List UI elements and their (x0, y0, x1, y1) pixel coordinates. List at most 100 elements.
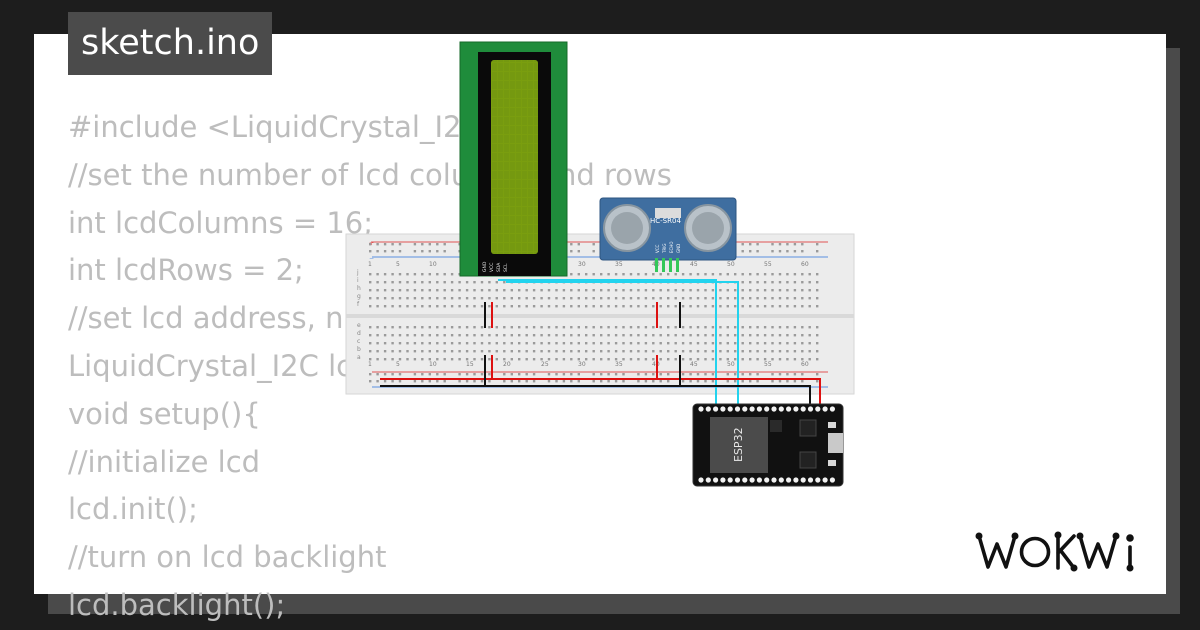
bb-row: e (357, 322, 361, 329)
bb-num: 50 (727, 261, 735, 268)
breadboard-hole (741, 334, 744, 337)
breadboard-hole (562, 305, 566, 308)
breadboard-hole (413, 334, 417, 337)
breadboard-hole (659, 358, 662, 361)
breadboard-hole (644, 373, 648, 376)
breadboard-hole (562, 334, 566, 337)
breadboard-hole (778, 243, 782, 246)
wire-sda (498, 279, 717, 406)
breadboard-hole (391, 334, 394, 337)
breadboard-hole (778, 305, 782, 308)
breadboard-hole (406, 342, 409, 345)
breadboard-hole (592, 273, 595, 276)
breadboard-hole (652, 334, 655, 337)
breadboard-hole (749, 380, 752, 383)
breadboard-hole (383, 350, 387, 353)
breadboard-hole (681, 297, 685, 300)
breadboard-hole (488, 289, 491, 292)
breadboard-hole (443, 305, 446, 308)
breadboard-hole (421, 273, 424, 276)
breadboard-hole (570, 326, 573, 329)
breadboard-hole (749, 334, 752, 337)
breadboard-hole (547, 342, 551, 345)
breadboard-hole (726, 305, 729, 308)
breadboard-hole (369, 281, 372, 284)
esp32-pin (822, 406, 828, 412)
breadboard-hole (428, 350, 431, 353)
breadboard-hole (778, 373, 782, 376)
breadboard-hole (756, 297, 759, 300)
breadboard-hole (369, 350, 372, 353)
breadboard-hole (577, 373, 580, 376)
breadboard-hole (495, 289, 498, 292)
breadboard-hole (525, 342, 528, 345)
breadboard-hole (532, 305, 536, 308)
breadboard-hole (465, 380, 469, 383)
breadboard-hole (592, 305, 595, 308)
breadboard-hole (547, 358, 551, 361)
breadboard-hole (585, 305, 588, 308)
breadboard-hole (473, 358, 476, 361)
breadboard-hole (681, 289, 685, 292)
breadboard-hole (622, 350, 625, 353)
breadboard-hole (562, 289, 566, 292)
breadboard-hole (696, 273, 700, 276)
breadboard-hole (376, 289, 379, 292)
breadboard-hole (756, 342, 759, 345)
breadboard-hole (398, 334, 402, 337)
breadboard-hole (525, 289, 528, 292)
breadboard-hole (600, 358, 603, 361)
breadboard-hole (637, 289, 640, 292)
esp32-pin (749, 406, 755, 412)
breadboard-hole (547, 326, 551, 329)
breadboard-hole (696, 342, 700, 345)
breadboard-hole (421, 334, 424, 337)
breadboard-hole (436, 342, 439, 345)
breadboard-hole (726, 358, 729, 361)
breadboard-hole (525, 326, 528, 329)
bb-num: 45 (690, 361, 698, 368)
breadboard-hole (518, 350, 521, 353)
breadboard-hole (540, 305, 543, 308)
breadboard-hole (473, 342, 476, 345)
breadboard-hole (741, 373, 744, 376)
breadboard-hole (771, 243, 774, 246)
breadboard-hole (532, 358, 536, 361)
breadboard-hole (369, 342, 372, 345)
breadboard-hole (659, 334, 662, 337)
breadboard-hole (786, 273, 789, 276)
breadboard-hole (808, 334, 811, 337)
breadboard-hole (786, 326, 789, 329)
breadboard-hole (652, 358, 655, 361)
breadboard-hole (696, 350, 700, 353)
code-line: //set the number of lcd columns and rows (68, 157, 672, 192)
breadboard-hole (525, 297, 528, 300)
breadboard-hole (667, 350, 670, 353)
breadboard-hole (473, 305, 476, 308)
breadboard-hole (696, 380, 700, 383)
breadboard-hole (756, 305, 759, 308)
breadboard-hole (562, 350, 566, 353)
breadboard-hole (629, 305, 633, 308)
breadboard-hole (518, 334, 521, 337)
breadboard-hole (749, 358, 752, 361)
breadboard-hole (555, 350, 558, 353)
breadboard-hole (778, 281, 782, 284)
breadboard-hole (503, 305, 506, 308)
breadboard-hole (637, 342, 640, 345)
breadboard-hole (421, 281, 424, 284)
breadboard-hole (614, 334, 618, 337)
breadboard-hole (458, 326, 461, 329)
breadboard-hole (428, 326, 431, 329)
breadboard-hole (465, 334, 469, 337)
breadboard-hole (525, 373, 528, 376)
breadboard-hole (473, 289, 476, 292)
breadboard-hole (421, 380, 424, 383)
breadboard-hole (741, 342, 744, 345)
esp32-pin (698, 406, 704, 412)
bb-row: c (357, 338, 360, 345)
breadboard-hole (659, 380, 662, 383)
breadboard-hole (741, 305, 744, 308)
esp32-pin (807, 406, 814, 412)
